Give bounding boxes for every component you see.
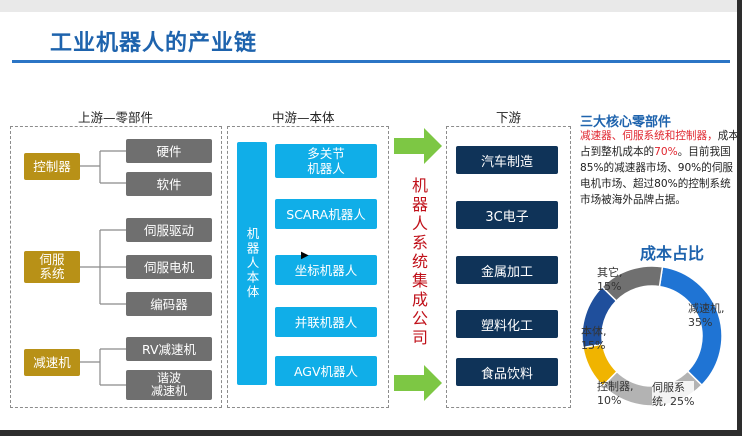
item-rv-reducer: RV减速机	[126, 337, 212, 361]
item-encoder: 编码器	[126, 292, 212, 316]
midstream-container	[227, 126, 389, 408]
item-hardware: 硬件	[126, 139, 212, 163]
note-text-1: 成本占到整机成本的	[580, 130, 739, 158]
item-servo-drive: 伺服驱动	[126, 218, 212, 242]
midstream-item-parallel: 并联机器人	[275, 307, 377, 337]
note-red-text: 减速器、伺服系统和控制器，	[580, 130, 718, 142]
note-body: 减速器、伺服系统和控制器，成本占到整机成本的70%。目前我国85%的减速器市场、…	[580, 128, 740, 208]
integrator-label: 机器人系统集成公司	[409, 177, 428, 348]
arrow-top-icon	[394, 128, 442, 164]
downstream-item-metal: 金属加工	[456, 256, 558, 284]
pie-label-reducer: 减速机, 35%	[688, 302, 725, 329]
group-reducer: 减速机	[24, 349, 80, 376]
page-title: 工业机器人的产业链	[50, 31, 258, 56]
pie-label-servo: 伺服系 统, 25%	[652, 381, 695, 409]
downstream-item-3c: 3C电子	[456, 201, 558, 229]
downstream-item-plastic: 塑料化工	[456, 310, 558, 338]
upstream-container	[10, 126, 222, 408]
group-controller: 控制器	[24, 153, 80, 180]
pie-label-body: 本体, 15%	[581, 325, 607, 352]
note-text-2: 。目前我国85%的减速器市场、90%的伺服电机市场、超过80%的控制系统市场被海…	[580, 146, 734, 206]
downstream-header: 下游	[496, 110, 522, 125]
upstream-header: 上游—零部件	[78, 110, 154, 125]
midstream-item-agv: AGV机器人	[275, 356, 377, 386]
pie-slice-4	[601, 265, 664, 302]
group-servo-system: 伺服 系统	[24, 251, 80, 283]
note-title: 三大核心零部件	[580, 115, 672, 130]
top-bar	[0, 0, 742, 12]
pie-label-controller: 控制器, 10%	[597, 380, 634, 407]
note-pct: 70%	[654, 146, 678, 158]
downstream-item-auto: 汽车制造	[456, 146, 558, 174]
item-harmonic-reducer: 谐波 减速机	[126, 370, 212, 400]
midstream-item-scara: SCARA机器人	[275, 199, 377, 229]
robot-body-label: 机器人本体	[237, 142, 267, 385]
window-edge-bottom	[0, 430, 742, 436]
downstream-item-food: 食品饮料	[456, 358, 558, 386]
item-servo-motor: 伺服电机	[126, 255, 212, 279]
pie-title: 成本占比	[640, 244, 705, 263]
midstream-header: 中游—本体	[272, 110, 335, 125]
pie-label-other: 其它, 15%	[597, 266, 623, 293]
mouse-cursor-icon: ▶	[301, 250, 309, 261]
midstream-item-articulated: 多关节 机器人	[275, 144, 377, 178]
midstream-item-cartesian: 坐标机器人	[275, 255, 377, 285]
title-underline	[12, 60, 730, 63]
downstream-container	[446, 126, 571, 408]
arrow-bottom-icon	[394, 365, 442, 401]
item-software: 软件	[126, 172, 212, 196]
window-edge-right	[737, 0, 742, 436]
